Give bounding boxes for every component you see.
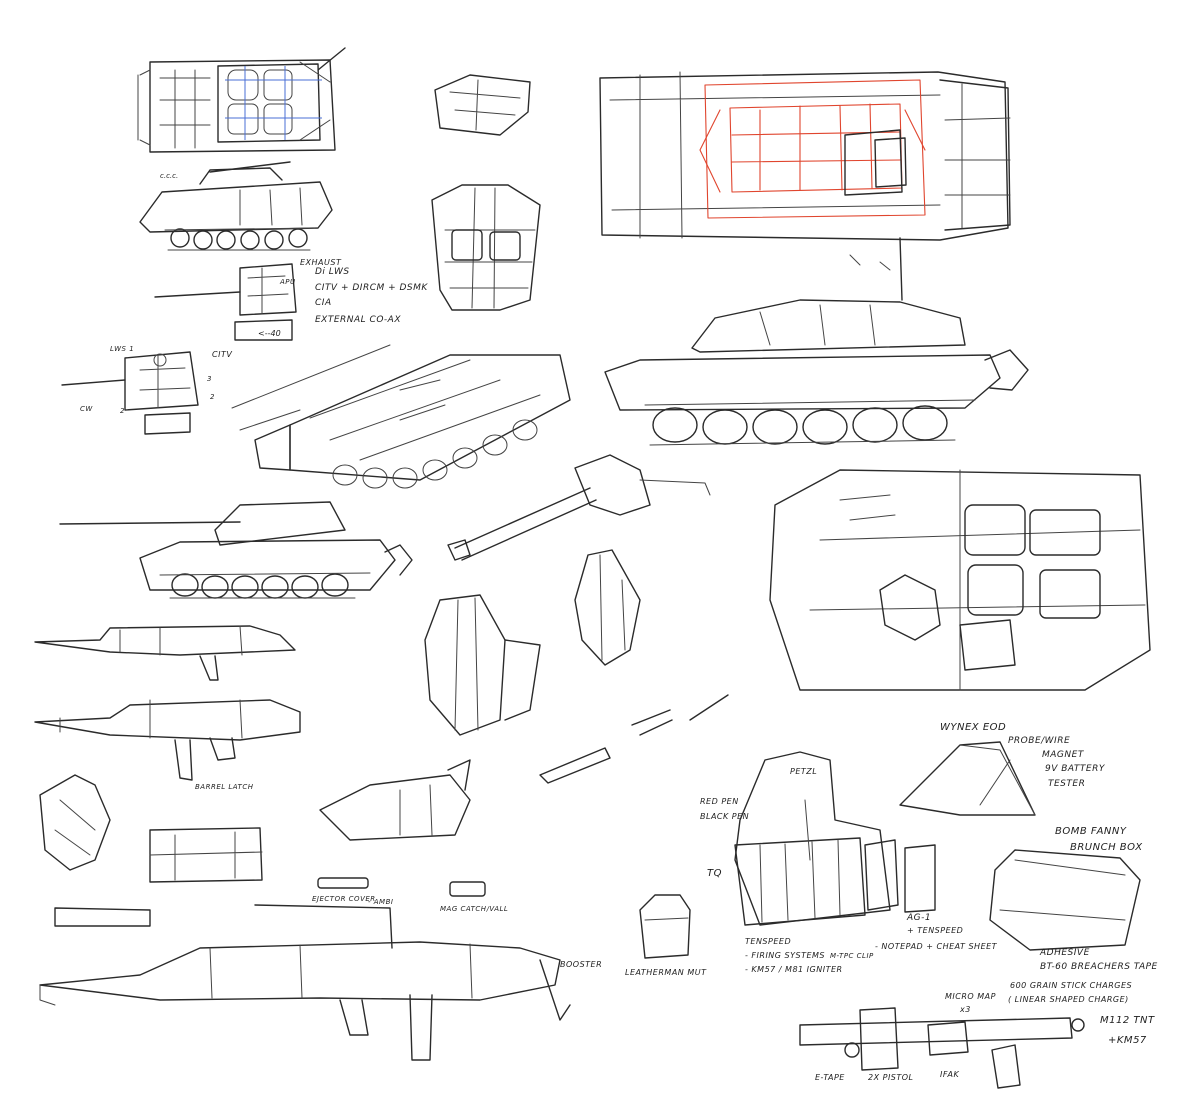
- construction-line: [231, 344, 391, 409]
- annotation-barrel-latch: BARREL LATCH: [195, 783, 254, 791]
- mbt-perspective-sketch: [254, 354, 571, 489]
- gear-parts-sketch: [39, 774, 263, 883]
- missile-sketch: [539, 694, 729, 784]
- leatherman-pouch-sketch: [639, 894, 691, 959]
- turret-top-sketch: [61, 351, 199, 435]
- annotation-brunch-box: BRUNCH BOX: [1070, 842, 1143, 853]
- annotation-lws: LWS 1: [110, 345, 135, 353]
- annotation-2x-pistol: 2X PISTOL: [868, 1073, 914, 1082]
- helicopter-sketch: [319, 759, 471, 841]
- turret-detail-top-sketch: [769, 469, 1151, 691]
- plate-carrier-sketch: [734, 751, 936, 926]
- gun-barrel-sketch: [447, 454, 711, 561]
- annotation-3: 3: [207, 375, 212, 383]
- annotation-wynex-eod: WYNEX EOD: [940, 722, 1007, 733]
- annotation-tq: TQ: [707, 868, 722, 879]
- annotation-exhaust: EXHAUST: [300, 258, 342, 267]
- annotation-ifak: IFAK: [940, 1070, 960, 1079]
- annotation-cw: CW: [80, 405, 93, 413]
- turret-pack-sketch: [431, 184, 541, 311]
- tank-side-view-sketch: [59, 501, 413, 599]
- annotation-red-pen: RED PEN: [700, 797, 739, 806]
- turret-front-sketch: <--40: [154, 263, 297, 341]
- ifv-top-view-sketch: [137, 47, 346, 153]
- annotation-stick-charges: 600 GRAIN STICK CHARGES: [1010, 981, 1133, 990]
- charge-stick-sketch: [799, 1007, 1085, 1089]
- annotation-km57: +KM57: [1108, 1035, 1147, 1046]
- annotation-leatherman: LEATHERMAN MUT: [625, 968, 707, 977]
- annotation-ejector-cover: EJECTOR COVER: [312, 895, 376, 903]
- wynex-eod-sketch: [899, 741, 1036, 816]
- svg-text:c.c.c.: c.c.c.: [160, 172, 178, 180]
- annotation-etape: E-TAPE: [815, 1073, 845, 1082]
- dropship-sketch-2: [574, 549, 641, 666]
- annotation-km57-m81: - KM57 / M81 IGNITER: [745, 965, 843, 974]
- annotation-petzl: PETZL: [790, 767, 818, 776]
- annotation-magnet: MAGNET: [1042, 750, 1084, 760]
- annotation-notepad: - NOTEPAD + CHEAT SHEET: [875, 942, 998, 951]
- annotation-apu: APU: [280, 278, 296, 286]
- annotation-m112-tnt: M112 TNT: [1100, 1015, 1155, 1026]
- annotation-bomb-fanny: BOMB FANNY: [1055, 826, 1127, 837]
- bullpup-rifle-sketch: [39, 904, 571, 1061]
- construction-line: [239, 409, 301, 431]
- ifv-side-view-sketch: c.c.c.: [139, 161, 333, 251]
- annotation-probe-wire: PROBE/WIRE: [1008, 736, 1071, 746]
- annotation-2b: 2: [120, 407, 125, 415]
- annotation-tenspeed: TENSPEED: [745, 937, 792, 946]
- annotation-cia: CIA: [315, 298, 332, 308]
- annotation-linear-charge: ( LINEAR SHAPED CHARGE): [1008, 995, 1129, 1004]
- annotation-di-lws: Di LWS: [315, 267, 350, 277]
- annotation-2: 2: [210, 393, 215, 401]
- annotation-adhesive: ADHESIVE: [1040, 948, 1090, 958]
- dropship-sketch-1: [424, 594, 541, 736]
- annotation-mtpc-clip: M-TPC CLIP: [830, 952, 874, 960]
- annotation-micro-map: MICRO MAP: [945, 992, 996, 1001]
- annotation-black-pen: BLACK PEN: [700, 812, 750, 821]
- annotation-firing-systems: - FIRING SYSTEMS: [745, 951, 825, 960]
- svg-text:<--40: <--40: [258, 329, 281, 338]
- mbt-side-view-sketch: [604, 299, 1029, 446]
- annotation-tenspeed-plus: + TENSPEED: [907, 926, 964, 935]
- annotation-x3: x3: [960, 1005, 971, 1014]
- annotation-external-coax: EXTERNAL CO-AX: [315, 315, 401, 325]
- parts-row-sketch: [54, 877, 486, 927]
- bomb-fanny-pouch-sketch: [989, 849, 1141, 951]
- armor-block-sketch: [434, 74, 531, 136]
- annotation-9v-battery: 9V BATTERY: [1045, 764, 1105, 774]
- annotation-citv-dircm: CITV + DIRCM + DSMK: [315, 283, 428, 293]
- mbt-top-view-sketch: [599, 71, 1011, 301]
- annotation-citv: CITV: [212, 350, 233, 359]
- rifle-1-sketch: [34, 625, 296, 681]
- annotation-tester: TESTER: [1048, 779, 1086, 789]
- annotation-bt60: BT-60 BREACHERS TAPE: [1040, 962, 1158, 972]
- annotation-ag1: AG-1: [907, 913, 932, 923]
- annotation-mag-catch: MAG CATCH/VALL: [440, 905, 509, 913]
- annotation-ambi: - AMBI: [368, 898, 394, 906]
- rifle-2-sketch: [34, 699, 301, 781]
- annotation-booster: BOOSTER: [560, 960, 603, 969]
